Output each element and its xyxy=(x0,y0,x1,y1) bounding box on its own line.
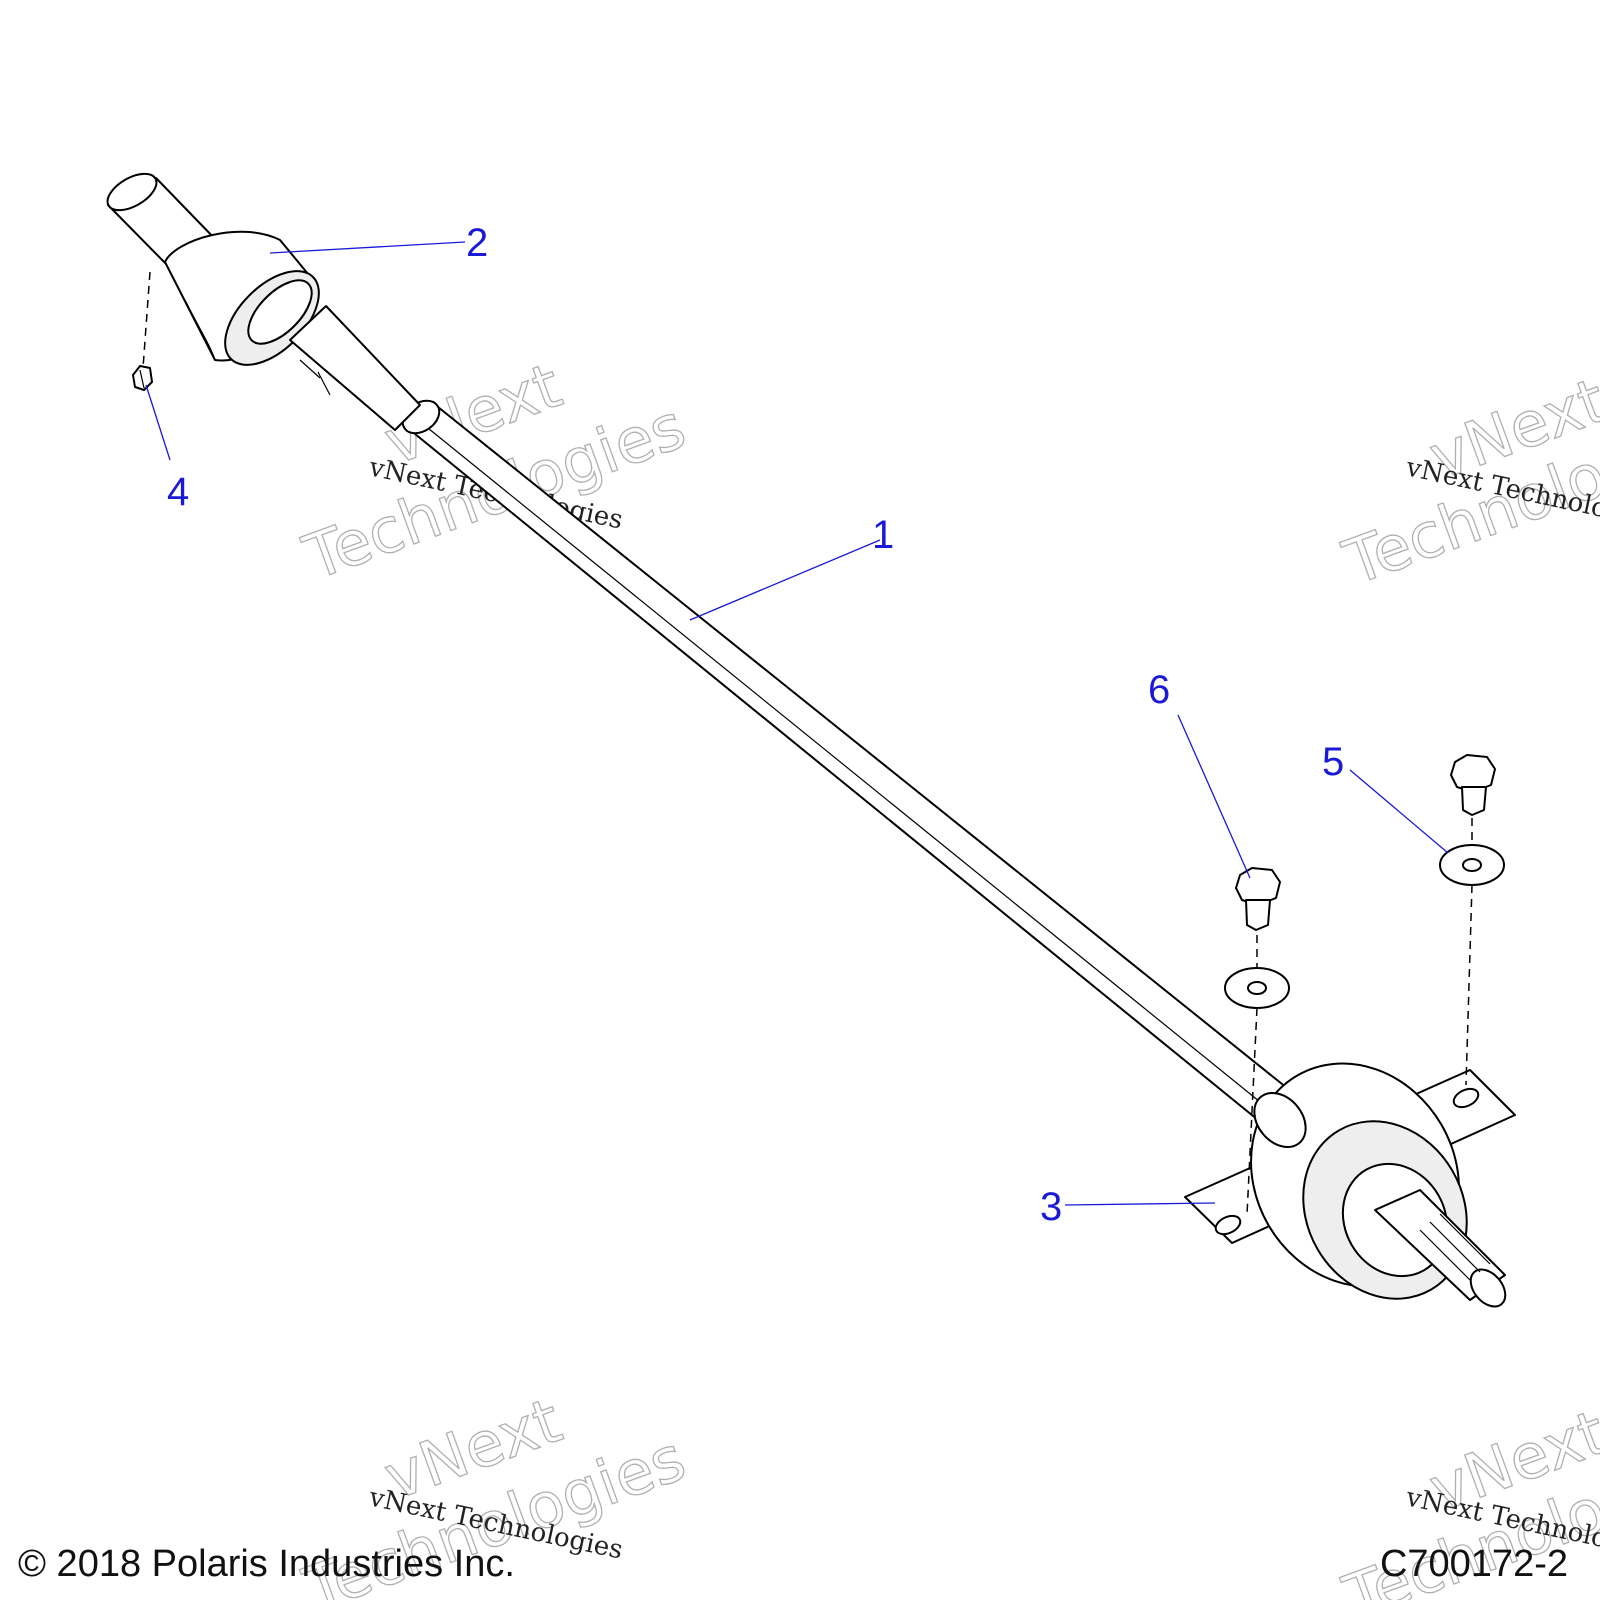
bolt-right xyxy=(1450,754,1496,816)
callout-5: 5 xyxy=(1322,740,1344,784)
figure-id: C700172-2 xyxy=(1380,1543,1568,1585)
callout-3: 3 xyxy=(1040,1185,1062,1229)
watermark-top-right: vNext Technologies vNext Technologies xyxy=(1334,363,1600,600)
leader-2 xyxy=(269,241,466,254)
washer-right xyxy=(1439,818,1505,1086)
callout-4: 4 xyxy=(167,470,189,514)
callout-1: 1 xyxy=(872,513,894,557)
copyright-text: © 2018 Polaris Industries Inc. xyxy=(18,1543,515,1585)
leader-5 xyxy=(1349,769,1449,854)
grease-fitting xyxy=(132,271,153,391)
washer-left xyxy=(1224,935,1290,1216)
callout-2: 2 xyxy=(466,221,488,265)
leader-3 xyxy=(1064,1202,1216,1206)
callout-numbers: 1 2 3 4 5 6 xyxy=(167,221,1344,1229)
leader-1 xyxy=(689,539,881,621)
leader-lines xyxy=(145,241,1449,1206)
carrier-bearing-assembly xyxy=(1184,1062,1516,1308)
bolt-left xyxy=(1235,867,1281,931)
front-cv-joint xyxy=(106,172,421,431)
leader-6 xyxy=(1177,714,1251,879)
prop-shaft-tube xyxy=(401,399,1293,1121)
leader-4 xyxy=(145,384,171,461)
callout-6: 6 xyxy=(1148,668,1170,712)
